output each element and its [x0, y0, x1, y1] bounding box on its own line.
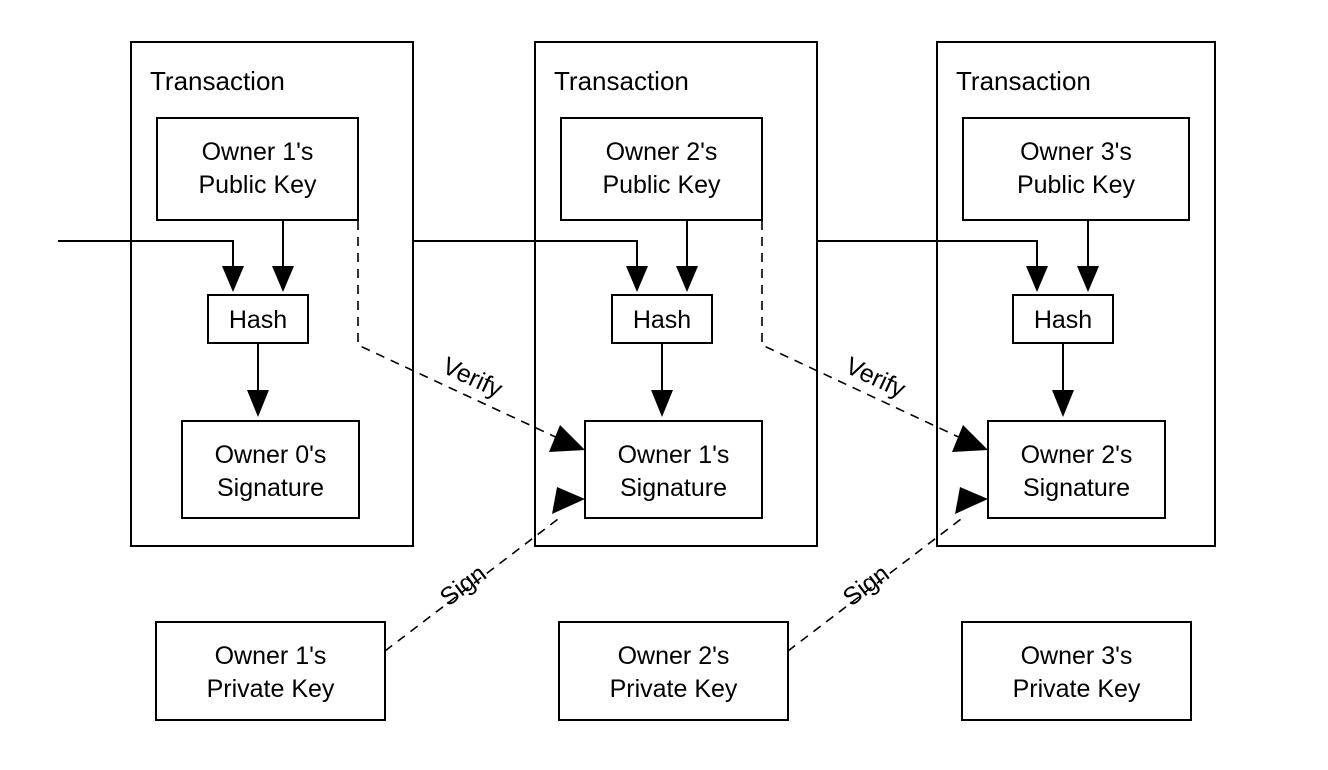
verify-edge-1-line: [357, 221, 563, 441]
transaction-1-incoming-chain-line: [58, 240, 234, 268]
transaction-2-signature-box: [584, 420, 763, 519]
transaction-1-group: Transaction Owner 1's Public Key Hash Ow…: [58, 41, 414, 547]
transaction-2-signature-line2: Signature: [620, 474, 727, 502]
transaction-3-signature-line1: Owner 2's: [1021, 441, 1133, 469]
transaction-2-incoming-arrow-head: [626, 266, 648, 292]
transaction-3-public-key-line2: Public Key: [1017, 171, 1136, 199]
private-key-2-line2: Private Key: [610, 675, 738, 703]
transaction-1-title: Transaction: [150, 66, 285, 96]
transaction-1-public-key-line2: Public Key: [198, 171, 317, 199]
private-key-2-line1: Owner 2's: [618, 642, 730, 670]
sign-edge-1-label: Sign: [435, 559, 492, 611]
sign-edge-1-line: [384, 515, 563, 652]
transaction-2-group: Transaction Owner 2's Public Key Hash Ow…: [413, 41, 818, 547]
private-key-1-line1: Owner 1's: [215, 642, 327, 670]
sign-edge-1-arrow-head: [552, 487, 585, 514]
transaction-1-hash-label: Hash: [229, 306, 287, 334]
transaction-3-pubkey-to-hash-arrow-head: [1077, 266, 1099, 292]
transaction-2-title: Transaction: [554, 66, 689, 96]
verify-edge-2-line: [761, 221, 966, 441]
verify-edge-2-arrow-head: [952, 425, 988, 452]
verify-edge-1-arrow-head: [549, 425, 585, 452]
private-key-2-group: Owner 2's Private Key: [558, 621, 789, 721]
transaction-3-hash-label: Hash: [1034, 306, 1092, 334]
sign-edge-1-group: Sign: [384, 487, 585, 652]
transaction-3-signature-line2: Signature: [1023, 474, 1130, 502]
private-key-2-box: [558, 621, 789, 721]
verify-edge-1-label: Verify: [438, 352, 507, 404]
private-key-3-group: Owner 3's Private Key: [961, 621, 1192, 721]
transaction-3-hash-to-signature-arrow-head: [1052, 390, 1074, 417]
transaction-1-public-key-line1: Owner 1's: [202, 138, 314, 166]
transaction-3-incoming-chain-line: [817, 240, 1038, 268]
private-key-3-box: [961, 621, 1192, 721]
sign-edge-2-line: [787, 515, 966, 652]
transaction-1-signature-line1: Owner 0's: [215, 441, 327, 469]
transaction-3-outer-box: [936, 41, 1216, 547]
transaction-2-public-key-line2: Public Key: [602, 171, 721, 199]
transaction-2-hash-to-signature-arrow-head: [651, 390, 673, 417]
transaction-1-signature-box: [181, 420, 360, 519]
verify-edge-2-group: Verify: [761, 221, 988, 452]
transaction-2-incoming-chain-line: [413, 240, 638, 268]
private-key-1-box: [155, 621, 386, 721]
transaction-2-signature-line1: Owner 1's: [618, 441, 730, 469]
verify-edge-1-group: Verify: [357, 221, 585, 452]
transaction-1-incoming-arrow-head: [222, 266, 244, 292]
transaction-2-public-key-line1: Owner 2's: [606, 138, 718, 166]
sign-edge-2-label: Sign: [838, 559, 895, 611]
transaction-1-pubkey-to-hash-arrow-head: [272, 266, 294, 292]
transaction-3-title: Transaction: [956, 66, 1091, 96]
transaction-1-outer-box: [130, 41, 414, 547]
transaction-1-signature-line2: Signature: [217, 474, 324, 502]
private-key-1-line2: Private Key: [207, 675, 335, 703]
transaction-3-incoming-arrow-head: [1026, 266, 1048, 292]
transaction-2-public-key-box: [560, 117, 763, 221]
transaction-1-hash-to-signature-arrow-head: [247, 390, 269, 417]
private-key-1-group: Owner 1's Private Key: [155, 621, 386, 721]
transaction-3-public-key-box: [962, 117, 1190, 221]
transaction-2-pubkey-to-hash-arrow-head: [676, 266, 698, 292]
transaction-3-signature-box: [987, 420, 1166, 519]
transaction-3-group: Transaction Owner 3's Public Key Hash Ow…: [817, 41, 1216, 547]
transaction-3-public-key-line1: Owner 3's: [1020, 138, 1132, 166]
sign-edge-2-arrow-head: [955, 487, 988, 514]
private-key-3-line2: Private Key: [1013, 675, 1141, 703]
transaction-2-outer-box: [534, 41, 818, 547]
transaction-2-hash-label: Hash: [633, 306, 691, 334]
private-key-3-line1: Owner 3's: [1021, 642, 1133, 670]
verify-edge-2-label: Verify: [841, 352, 910, 404]
transaction-1-public-key-box: [156, 117, 359, 221]
